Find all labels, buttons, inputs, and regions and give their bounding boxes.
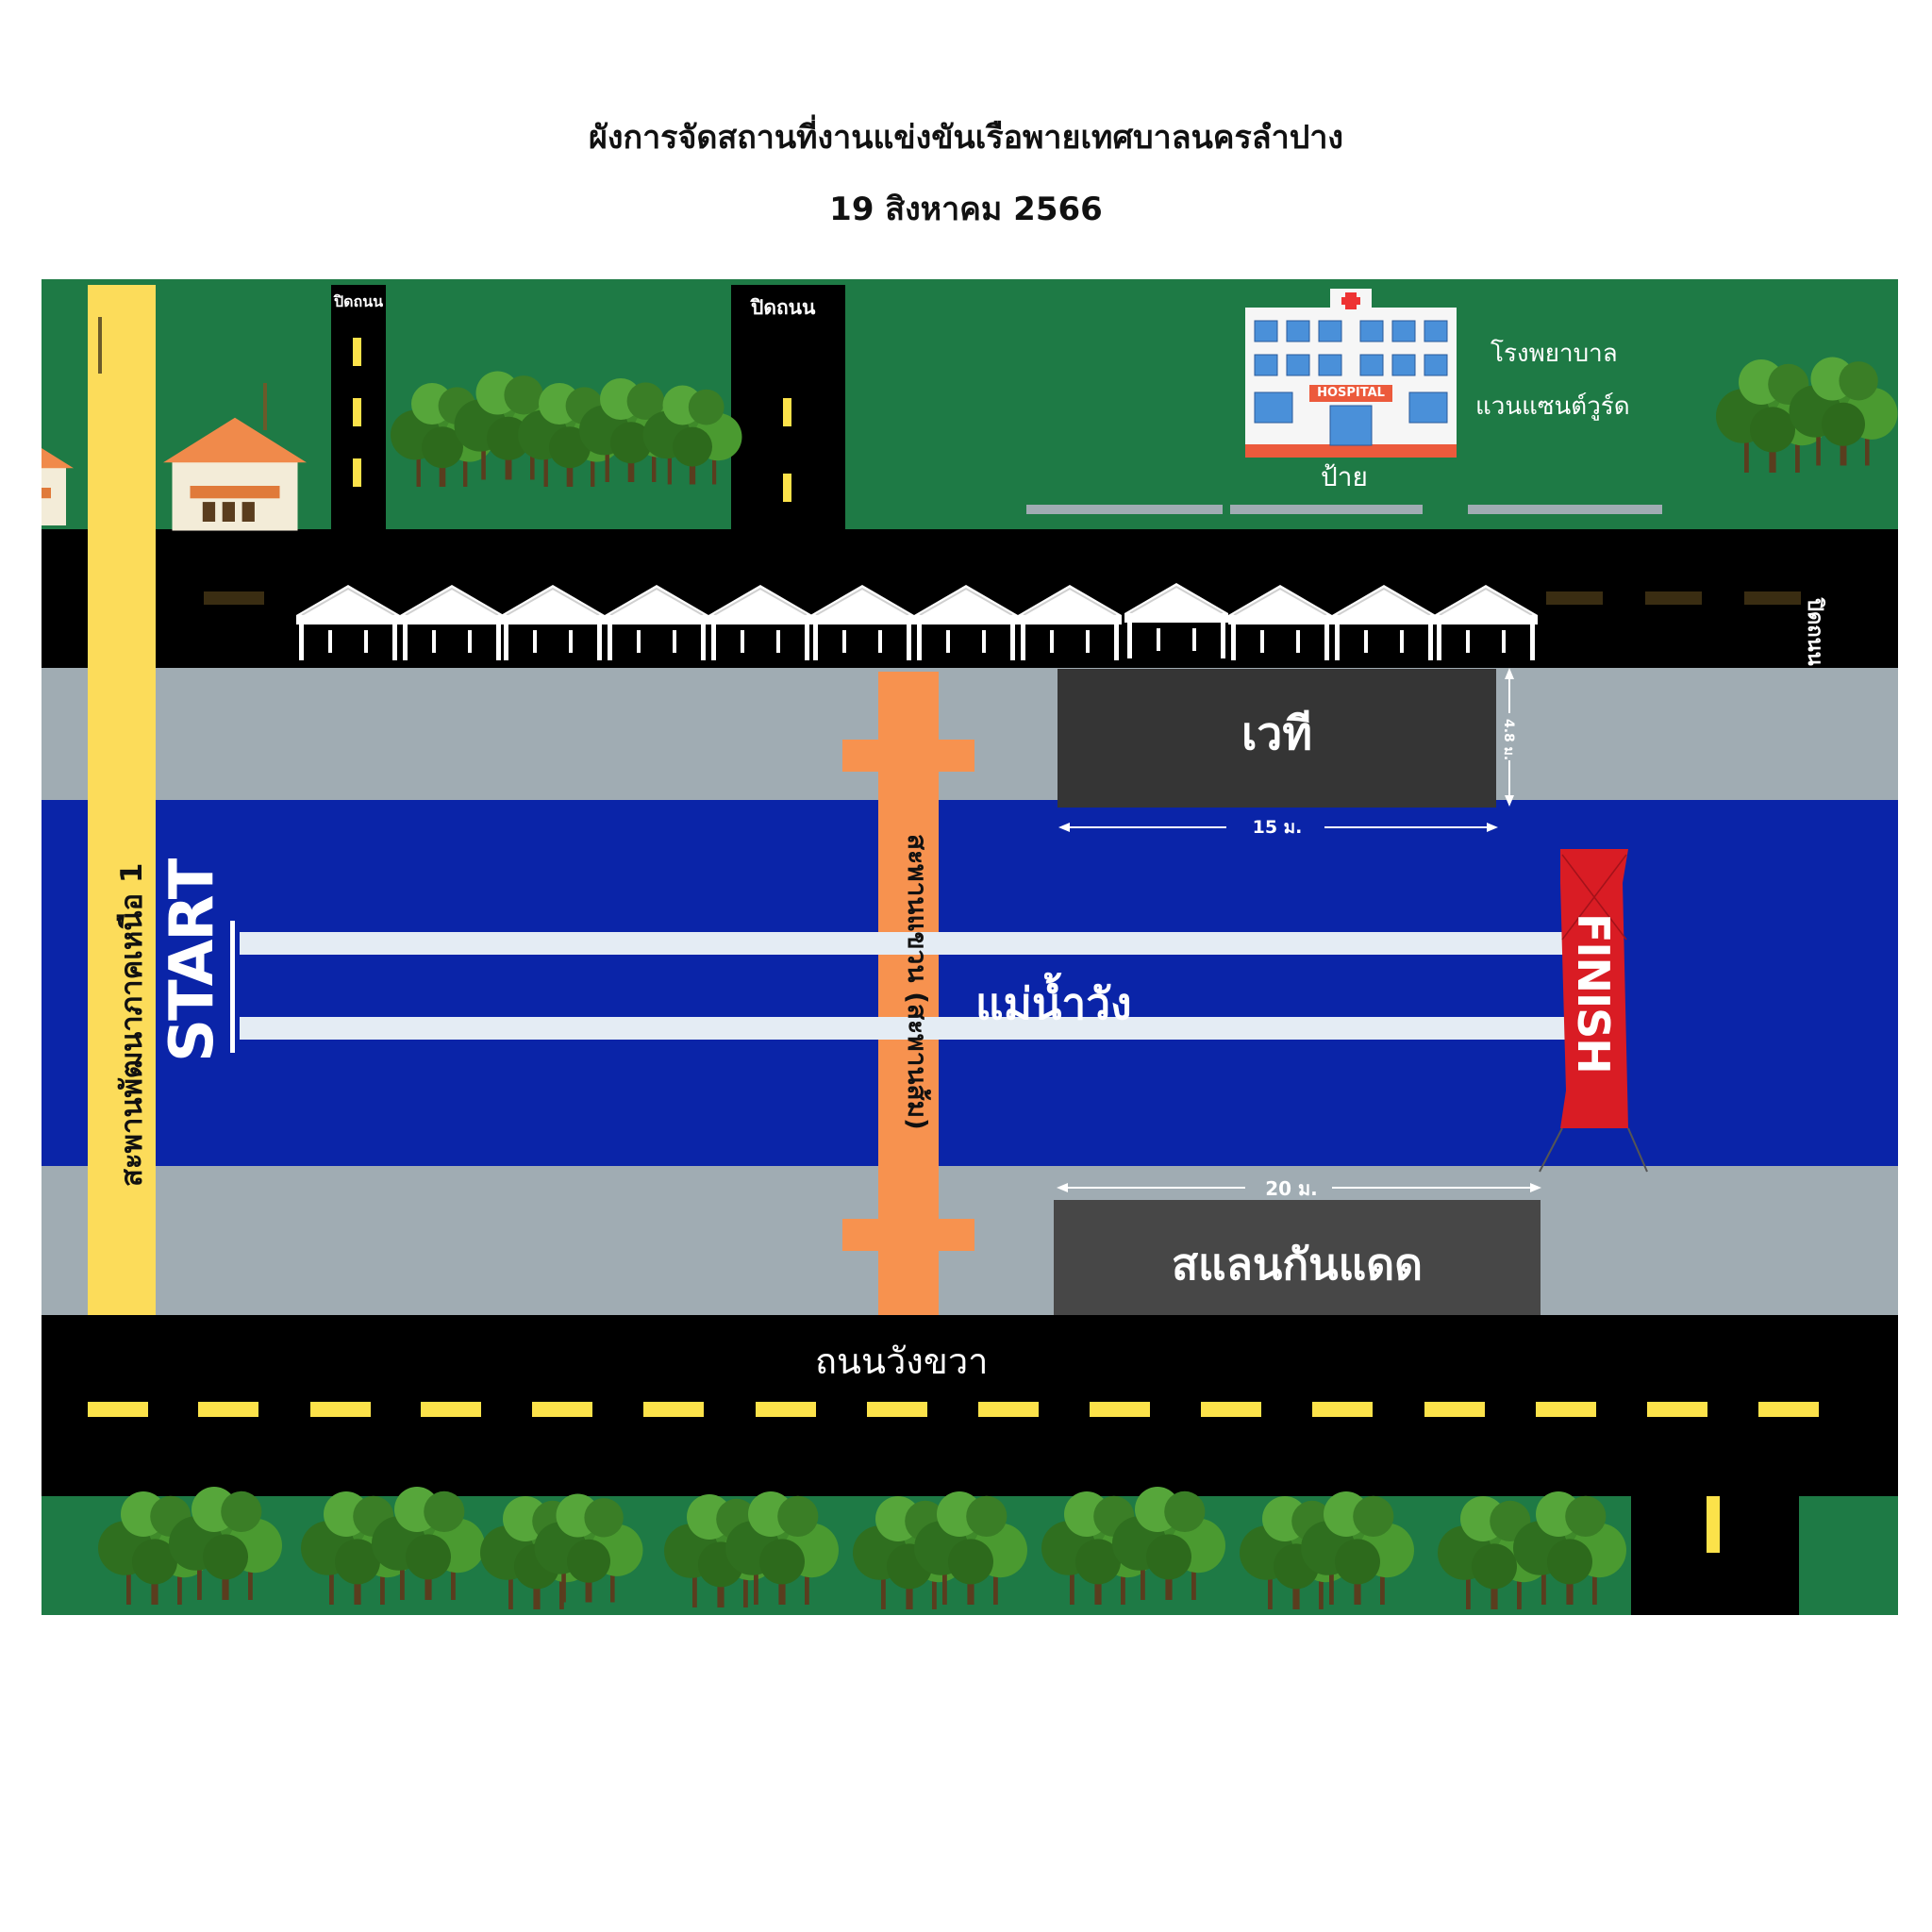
hospital-icon: [1245, 289, 1457, 458]
hospital-name-line2: แวนแซนต์วูร์ด: [1475, 392, 1630, 421]
road-closed-label: ปิดถนน: [751, 296, 816, 319]
road-closed-label-right: ปิดถนน: [1803, 598, 1826, 666]
stage-label: เวที: [1241, 708, 1312, 760]
north-bridge-label: สะพานพัฒนาภาคเหนือ 1: [115, 862, 149, 1187]
sign-label: ป้าย: [1321, 461, 1368, 492]
road-closed-label-small: ปิดถนน: [334, 292, 384, 310]
finish-label: FINISH: [1568, 913, 1619, 1074]
page-date: 19 สิงหาคม 2566: [829, 191, 1103, 228]
road-name-label: ถนนวังขวา: [815, 1341, 989, 1382]
venue-map: ปิดถนน ปิดถนน HOSPITAL โรงพยาบาล แวนแซนต…: [42, 279, 1898, 1615]
stage-depth-label: 4.8 ม.: [1501, 719, 1516, 761]
hospital-name-line1: โรงพยาบาล: [1491, 340, 1618, 368]
stage-width-label: 15 ม.: [1252, 817, 1303, 838]
page-title: ผังการจัดสถานที่งานแข่งขันเรือพายเทศบาลน…: [588, 119, 1344, 157]
hospital-sign-text: HOSPITAL: [1317, 386, 1385, 400]
sunshade-width-label: 20 ม.: [1265, 1177, 1318, 1200]
sunshade-label: สแลนกันแดด: [1171, 1239, 1424, 1290]
orange-bridge-label: สะพานแขวน (สะพานส้ม): [902, 834, 933, 1130]
river-label: แม่น้ำวัง: [975, 978, 1132, 1029]
start-label: START: [158, 859, 227, 1062]
